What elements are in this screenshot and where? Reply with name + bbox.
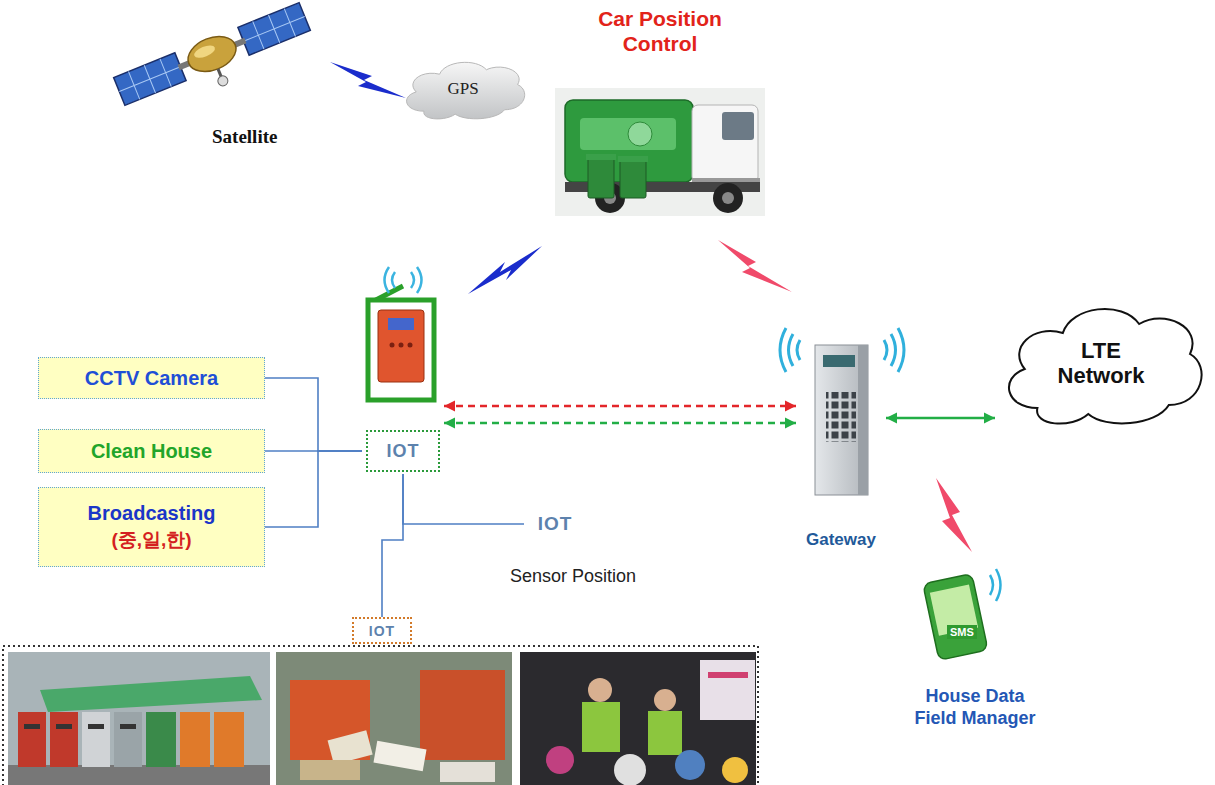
arrow-head [785, 401, 796, 412]
gateway-node: Gateway [796, 318, 886, 558]
iot-hub: IOT [362, 270, 444, 474]
box-label: Broadcasting [88, 502, 216, 525]
gateway-label: Gateway [796, 530, 886, 550]
input-box: Clean House [38, 429, 265, 473]
connector [403, 474, 524, 524]
sensor-label: Sensor Position [510, 566, 636, 587]
iot-device [368, 267, 434, 400]
manager-phone: SMS House Data Field Manager [890, 562, 1060, 748]
cloud-label: GPS [447, 79, 478, 99]
arrow-head [785, 418, 796, 429]
wireless-bolts [330, 62, 972, 552]
box-sublabel: (중,일,한) [111, 527, 191, 553]
manager-label: House Data Field Manager [910, 686, 1040, 729]
box-label: CCTV Camera [85, 367, 218, 390]
connector [886, 413, 995, 424]
satellite-label: Satellite [212, 126, 277, 148]
connector [444, 401, 796, 412]
input-box: Broadcasting(중,일,한) [38, 487, 265, 567]
connector-line [265, 451, 362, 527]
connector [265, 378, 362, 451]
iot-tag: IOT [352, 617, 412, 644]
input-box: CCTV Camera [38, 357, 265, 399]
truck-node: Car Position Control [552, 6, 768, 218]
satellite [113, 2, 317, 123]
iot-logo: IOT [538, 513, 573, 535]
connector-line [444, 405, 796, 408]
cloud-outline [1009, 309, 1202, 424]
connector [265, 451, 362, 527]
arrow-head [444, 401, 455, 412]
cloud-label: LTE Network [1049, 338, 1154, 389]
iot-logo: IOT [369, 623, 395, 639]
arrow-head [444, 418, 455, 429]
lte-cloud: LTE Network [995, 288, 1207, 438]
photo-strip [3, 646, 758, 785]
connector-line [265, 378, 362, 451]
box-label: Clean House [91, 440, 212, 463]
iot-logo: IOT [366, 430, 440, 472]
connector-line [444, 422, 796, 425]
truck-title: Car Position Control [570, 6, 750, 56]
garbage-truck [555, 88, 765, 216]
smartphone [923, 569, 1001, 660]
gps-cloud: GPS [398, 52, 528, 126]
gateway-device [780, 328, 904, 495]
cloud-outline [407, 62, 525, 119]
connector [444, 418, 796, 429]
connector-line [886, 417, 995, 420]
sms-badge: SMS [947, 625, 977, 639]
arrow-head [886, 413, 897, 424]
connector-line [382, 474, 403, 617]
arrow-head [984, 413, 995, 424]
iot-sensor: IOT [524, 506, 586, 542]
connector [382, 474, 403, 617]
connector-line [403, 474, 524, 524]
